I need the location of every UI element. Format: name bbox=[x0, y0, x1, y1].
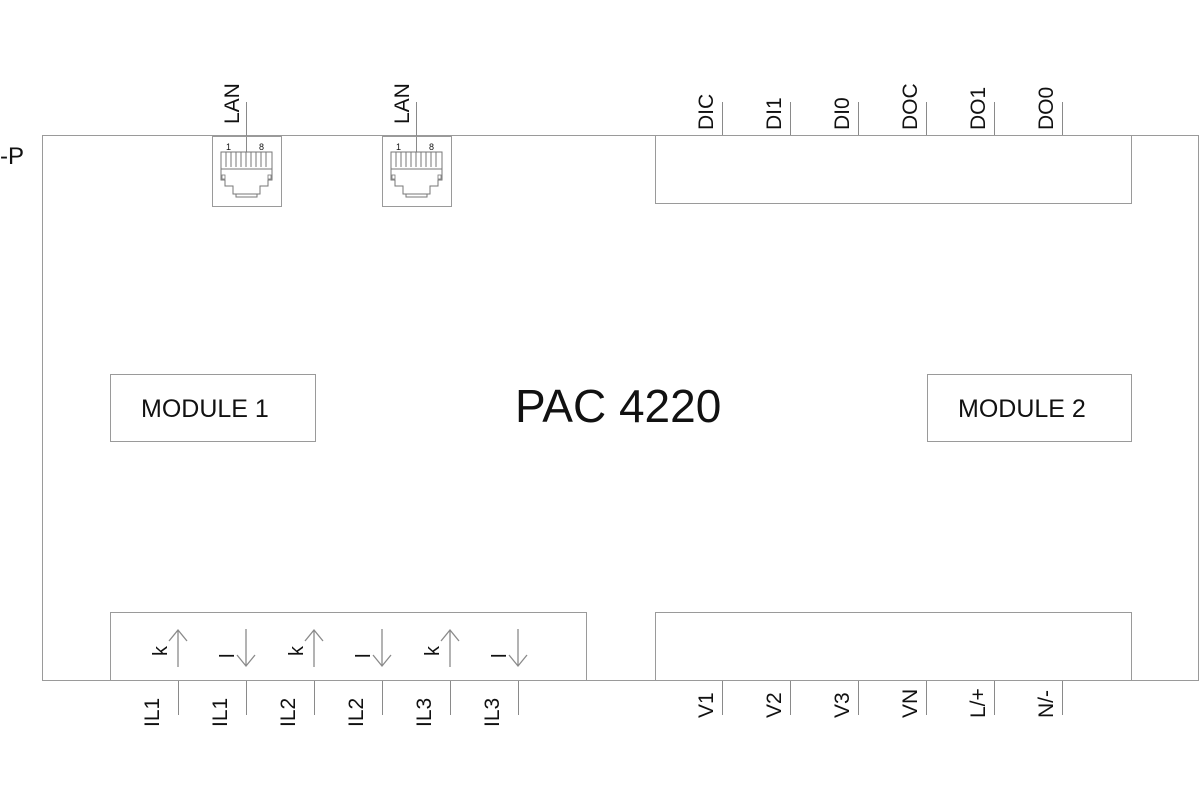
lan-port-1-pin-first: 1 bbox=[226, 142, 231, 152]
module-1-slot: MODULE 1 bbox=[110, 374, 316, 442]
terminal-label: DI1 bbox=[763, 97, 786, 130]
arrow-up-icon bbox=[304, 628, 324, 667]
terminal-lead bbox=[994, 102, 995, 135]
terminal-label: DI0 bbox=[831, 97, 854, 130]
terminal-label: IL2 bbox=[345, 697, 368, 727]
terminal-lead bbox=[1062, 681, 1063, 715]
terminal-label: V2 bbox=[763, 692, 786, 718]
lan-port-1-lead bbox=[246, 102, 247, 152]
terminal-label: V1 bbox=[695, 692, 718, 718]
lan-port-2-label: LAN bbox=[391, 83, 414, 124]
terminal-lead bbox=[314, 681, 315, 715]
terminal-lead bbox=[382, 681, 383, 715]
polarity-label: k bbox=[422, 646, 444, 656]
terminal-lead bbox=[994, 681, 995, 715]
module-1-label: MODULE 1 bbox=[141, 395, 269, 423]
terminal-lead bbox=[926, 681, 927, 715]
terminal-label: N/- bbox=[1035, 690, 1058, 718]
arrow-down-icon bbox=[372, 629, 392, 668]
terminal-lead bbox=[722, 681, 723, 715]
terminal-label: V3 bbox=[831, 692, 854, 718]
lan-port-2-pin-last: 8 bbox=[429, 142, 434, 152]
module-2-label: MODULE 2 bbox=[958, 395, 1086, 423]
rj45-jack-icon: 1 8 bbox=[220, 142, 273, 198]
terminal-lead bbox=[178, 681, 179, 715]
voltage-input-terminal-block bbox=[655, 612, 1132, 681]
terminal-label: IL1 bbox=[141, 697, 164, 727]
terminal-lead bbox=[518, 681, 519, 715]
polarity-label: k bbox=[286, 646, 308, 656]
terminal-label: DO0 bbox=[1035, 86, 1058, 130]
lan-port-1-label: LAN bbox=[221, 83, 244, 124]
terminal-lead bbox=[790, 102, 791, 135]
lan-port-1-pin-last: 8 bbox=[259, 142, 264, 152]
lan-port-2-lead bbox=[416, 102, 417, 152]
module-2-slot: MODULE 2 bbox=[927, 374, 1132, 442]
terminal-lead bbox=[246, 681, 247, 715]
current-input-terminal-block bbox=[110, 612, 587, 681]
terminal-lead bbox=[858, 102, 859, 135]
arrow-up-icon bbox=[168, 628, 188, 667]
terminal-lead bbox=[722, 102, 723, 135]
polarity-label: l bbox=[489, 653, 511, 658]
terminal-label: IL3 bbox=[481, 697, 504, 727]
terminal-label: IL2 bbox=[277, 697, 300, 727]
polarity-label: l bbox=[217, 653, 239, 658]
lan-port-2-housing bbox=[382, 136, 452, 207]
digital-io-terminal-block bbox=[655, 135, 1132, 204]
terminal-lead bbox=[790, 681, 791, 715]
terminal-lead bbox=[1062, 102, 1063, 135]
lan-port-1-housing bbox=[212, 136, 282, 207]
lan-port-2-pin-first: 1 bbox=[396, 142, 401, 152]
terminal-lead bbox=[858, 681, 859, 715]
device-outline bbox=[42, 135, 1199, 681]
arrow-up-icon bbox=[440, 628, 460, 667]
terminal-label: DIC bbox=[695, 93, 718, 130]
lan-port-2: LAN 1 8 bbox=[382, 60, 452, 207]
terminal-lead bbox=[450, 681, 451, 715]
terminal-label: L/+ bbox=[967, 688, 990, 718]
polarity-label: l bbox=[353, 653, 375, 658]
device-tag: -P bbox=[0, 143, 24, 170]
terminal-label: IL3 bbox=[413, 697, 436, 727]
device-title: PAC 4220 bbox=[515, 380, 722, 432]
arrow-down-icon bbox=[508, 629, 528, 668]
terminal-label: VN bbox=[899, 688, 922, 718]
rj45-jack-icon: 1 8 bbox=[390, 142, 443, 198]
terminal-lead bbox=[926, 102, 927, 135]
terminal-label: DO1 bbox=[967, 86, 990, 130]
terminal-label: IL1 bbox=[209, 697, 232, 727]
arrow-down-icon bbox=[236, 629, 256, 668]
lan-port-1: LAN 1 8 bbox=[212, 60, 282, 207]
terminal-label: DOC bbox=[899, 83, 922, 130]
polarity-label: k bbox=[150, 646, 172, 656]
